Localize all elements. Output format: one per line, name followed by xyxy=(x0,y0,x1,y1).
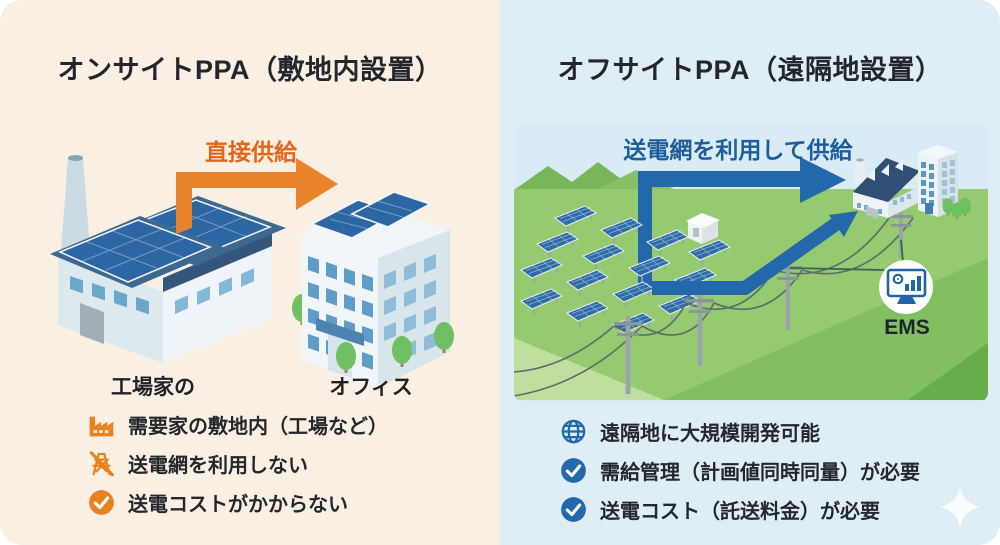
onsite-title: オンサイトPPA（敷地内設置） xyxy=(57,55,443,85)
list-item: 送電コストがかからない xyxy=(88,488,388,516)
grid-flow-arrow xyxy=(652,211,858,295)
ems-icon xyxy=(879,260,933,314)
check-icon xyxy=(89,489,114,515)
factory-icon xyxy=(89,416,114,436)
list-item: 送電網を利用しない xyxy=(88,449,388,477)
check-icon xyxy=(561,496,586,522)
offsite-factory xyxy=(853,158,920,219)
offsite-office-tower xyxy=(918,145,971,220)
list-item: 送電コスト（託送料金）が必要 xyxy=(560,495,920,523)
direct-supply-label: 直接供給 xyxy=(205,139,297,165)
grid-supply-label: 送電網を利用して供給 xyxy=(623,137,853,163)
bullet-text: 送電コストがかからない xyxy=(128,493,348,516)
sparkle-icon xyxy=(940,487,980,527)
direct-supply-arrow xyxy=(176,158,338,234)
bullet-text: 需給管理（計画値同時同量）が必要 xyxy=(600,461,920,484)
hills xyxy=(514,162,636,190)
bullet-text: 需要家の敷地内（工場など） xyxy=(128,415,388,438)
onsite-bullet-list: 需要家の敷地内（工場など） 送電網を利用しない 送電コストがかからない xyxy=(88,410,388,516)
onsite-illustration xyxy=(50,155,454,388)
ems-connector-lines xyxy=(789,239,904,271)
shed xyxy=(686,213,720,244)
list-item: 遠隔地に大規模開発可能 xyxy=(560,417,920,445)
bullet-text: 遠隔地に大規模開発可能 xyxy=(600,422,820,445)
offsite-title: オフサイトPPA（遠隔地設置） xyxy=(557,55,943,85)
list-item: 需給管理（計画値同時同量）が必要 xyxy=(560,456,920,484)
globe-icon xyxy=(561,419,586,443)
office-label: オフィス xyxy=(329,376,413,399)
ems-label: EMS xyxy=(884,316,930,339)
grid-supply-arrow xyxy=(638,157,846,288)
factory-label: 工場家の xyxy=(111,376,195,399)
utility-poles xyxy=(614,212,913,394)
onsite-office xyxy=(292,191,454,388)
no-transmission-icon xyxy=(89,450,114,476)
bullet-text: 送電網を利用しない xyxy=(128,454,308,477)
factory-door xyxy=(80,303,104,344)
check-icon xyxy=(561,457,586,483)
onsite-factory xyxy=(50,155,286,363)
offsite-illustration xyxy=(514,124,988,402)
office-awning xyxy=(316,318,364,346)
bullet-text: 送電コスト（託送料金）が必要 xyxy=(600,500,880,523)
offsite-bullet-list: 遠隔地に大規模開発可能 需給管理（計画値同時同量）が必要 送電コスト（託送料金）… xyxy=(560,417,920,523)
list-item: 需要家の敷地内（工場など） xyxy=(88,410,388,438)
